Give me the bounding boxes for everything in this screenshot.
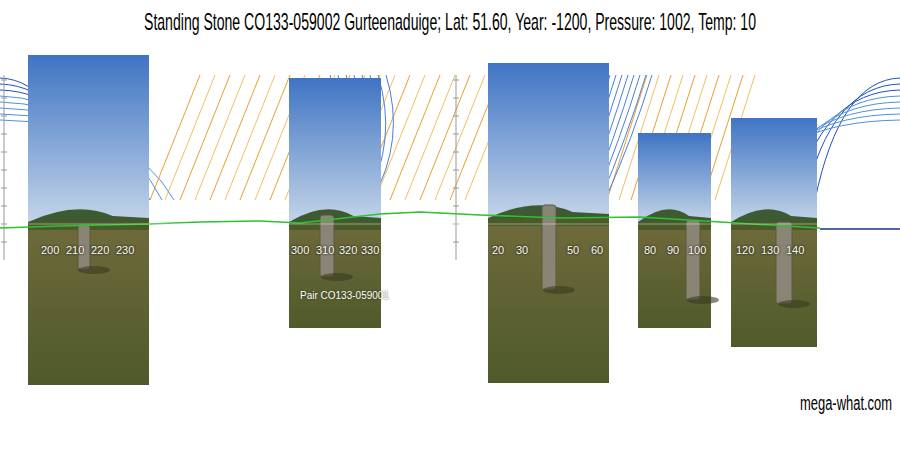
tick <box>453 152 459 153</box>
hill <box>28 209 149 222</box>
stone-shadow <box>78 266 110 274</box>
stone-shadow <box>778 300 810 308</box>
azimuth-label: 210 <box>66 244 84 256</box>
sky <box>289 78 381 222</box>
photo-panel <box>731 118 817 347</box>
title: Standing Stone CO133-059002 Gurteenaduig… <box>144 8 756 36</box>
sun-line <box>240 75 290 200</box>
sun-line <box>165 75 215 200</box>
ground <box>289 222 381 328</box>
azimuth-label: 100 <box>688 244 706 256</box>
tick <box>453 98 459 99</box>
stone-shadow <box>543 286 575 294</box>
tick <box>453 206 459 207</box>
photo-panel <box>488 63 609 383</box>
stone-shadow <box>687 296 719 304</box>
sun-line <box>210 75 260 200</box>
azimuth-label: 230 <box>116 244 134 256</box>
azimuth-label: 50 <box>567 244 579 256</box>
tick <box>1 224 7 225</box>
tick <box>1 98 7 99</box>
tick <box>1 170 7 171</box>
photo-caption: Pair CO133-059001 <box>300 290 389 301</box>
azimuth-label: 330 <box>361 244 379 256</box>
tick <box>1 134 7 135</box>
tick <box>453 80 459 81</box>
azimuth-label: 140 <box>786 244 804 256</box>
sky <box>488 63 609 218</box>
tick <box>1 80 7 81</box>
azimuth-scale <box>28 224 817 225</box>
azimuth-label: 300 <box>291 244 309 256</box>
tick <box>453 242 459 243</box>
azimuth-label: 130 <box>761 244 779 256</box>
sun-line <box>405 75 455 200</box>
azimuth-label: 30 <box>516 244 528 256</box>
photo-panel <box>638 133 719 328</box>
azimuth-label: 220 <box>91 244 109 256</box>
horizon-overlay <box>0 212 900 229</box>
tick <box>1 152 7 153</box>
ground <box>28 222 149 385</box>
tick <box>453 134 459 135</box>
stone-shadow <box>321 273 353 281</box>
azimuth-label: 320 <box>339 244 357 256</box>
horizon-line <box>820 228 900 230</box>
sun-line <box>390 75 440 200</box>
star-arc <box>805 84 900 200</box>
sun-line <box>225 75 275 200</box>
watermark: mega-what.com <box>800 392 892 415</box>
azimuth-label: 200 <box>41 244 59 256</box>
star-arc <box>815 78 900 200</box>
azimuth-label: 80 <box>644 244 656 256</box>
sun-line <box>195 75 245 200</box>
tick <box>453 170 459 171</box>
horizon-profile <box>0 212 820 228</box>
standing-stone <box>776 222 792 304</box>
sun-line <box>435 75 485 200</box>
sky <box>731 118 817 222</box>
tick-axis <box>456 75 457 260</box>
sun-line <box>420 75 470 200</box>
sky <box>638 133 711 222</box>
sun-line <box>180 75 230 200</box>
tick <box>1 206 7 207</box>
tick-axis <box>4 75 5 260</box>
hill <box>731 209 817 222</box>
sky <box>28 55 149 222</box>
standing-stone <box>686 220 700 300</box>
azimuth-label: 60 <box>591 244 603 256</box>
azimuth-label: 120 <box>736 244 754 256</box>
azimuth-label: 20 <box>492 244 504 256</box>
tick <box>1 242 7 243</box>
tick <box>1 116 7 117</box>
sun-line <box>150 75 200 200</box>
azimuth-label: 310 <box>316 244 334 256</box>
tick <box>453 188 459 189</box>
tick <box>1 188 7 189</box>
azimuth-label: 90 <box>667 244 679 256</box>
ground <box>731 222 817 347</box>
tick <box>453 116 459 117</box>
photo-panel <box>28 55 149 385</box>
